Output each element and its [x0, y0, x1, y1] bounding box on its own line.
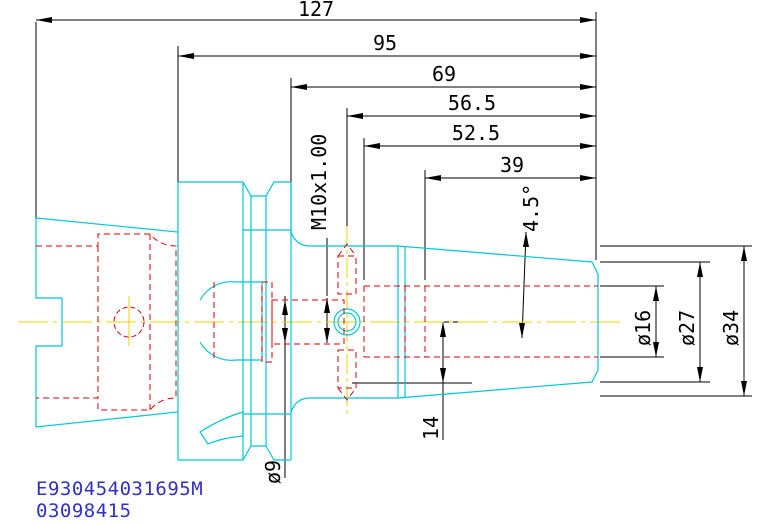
dim-9-label: ø9: [261, 460, 285, 484]
dim-95-label: 95: [373, 31, 397, 55]
dim-127: 127: [35, 0, 597, 260]
dim-56-5: 56.5: [346, 91, 596, 232]
dim-34: ø34: [600, 245, 752, 397]
dim-56-5-label: 56.5: [448, 91, 496, 115]
centerline: [18, 226, 620, 418]
dim-52-5-label: 52.5: [452, 121, 500, 145]
dim-34-label: ø34: [719, 310, 743, 346]
dim-thread-label: M10x1.00: [307, 134, 331, 230]
hidden-features: [36, 233, 598, 411]
dim-27: ø27: [600, 261, 710, 383]
dim-14-label: 14: [419, 416, 443, 440]
dim-thread: M10x1.00: [307, 134, 331, 343]
dim-16-label: ø16: [631, 310, 655, 346]
dim-69: 69: [290, 62, 596, 182]
dim-39: 39: [424, 153, 596, 280]
dim-95: 95: [177, 31, 596, 182]
part-number: 03098415: [36, 500, 132, 522]
dim-angle-label: 4.5°: [519, 184, 543, 232]
dim-14: 14: [352, 321, 472, 440]
dim-16: ø16: [600, 285, 664, 358]
dim-69-label: 69: [432, 62, 456, 86]
dim-angle: 4.5°: [519, 184, 543, 339]
dim-127-label: 127: [298, 0, 334, 21]
part-code: E930454031695M: [36, 478, 204, 500]
dim-27-label: ø27: [675, 310, 699, 346]
dim-52-5: 52.5: [363, 121, 596, 280]
dim-9: ø9: [261, 296, 288, 484]
dim-39-label: 39: [500, 153, 524, 177]
